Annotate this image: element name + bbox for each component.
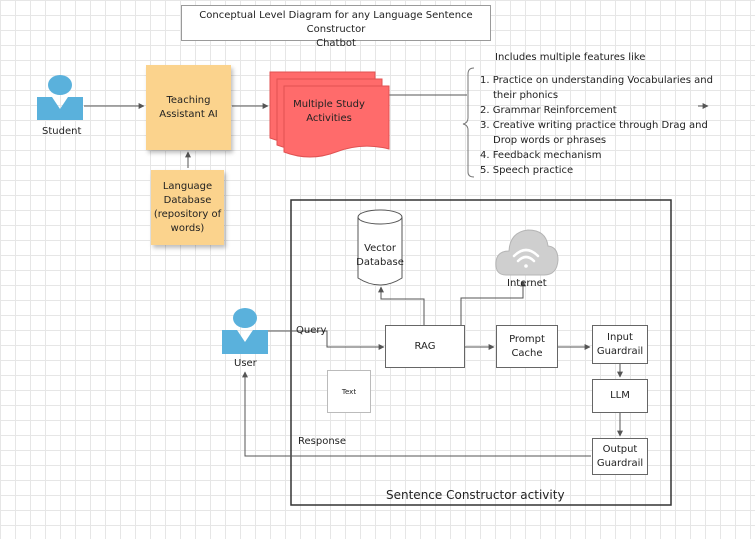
- teaching-ai-line-2: Assistant AI: [159, 108, 218, 120]
- query-label: Query: [296, 325, 327, 336]
- language-db-line-4: words): [170, 222, 205, 234]
- title-line-1: Conceptual Level Diagram for any Languag…: [199, 10, 473, 35]
- prompt-cache-box[interactable]: Prompt Cache: [496, 325, 558, 368]
- study-activities-line-1: Multiple Study: [293, 99, 365, 110]
- feature-item-1-cont: their phonics: [493, 90, 559, 101]
- vector-db-line-1: Vector: [364, 243, 396, 254]
- response-label: Response: [298, 436, 347, 447]
- language-db-line-1: Language: [162, 180, 213, 192]
- cylinder-icon: [357, 209, 403, 286]
- output-guardrail-line-1: Output: [602, 443, 638, 455]
- rag-to-internet-arrow: [460, 280, 526, 325]
- text-placeholder-box[interactable]: Text: [327, 370, 371, 413]
- study-activities-label: Multiple Study Activities: [284, 98, 374, 126]
- language-db-line-2: Database: [163, 194, 212, 206]
- output-guardrail-box[interactable]: Output Guardrail: [592, 438, 648, 475]
- rag-label: RAG: [414, 340, 436, 352]
- features-heading: Includes multiple features like: [495, 52, 646, 63]
- features-list: 1. Practice on understanding Vocabularie…: [480, 73, 713, 178]
- feature-item-5: 5. Speech practice: [480, 165, 574, 176]
- internet-label: Internet: [507, 278, 547, 289]
- cloud-icon: [495, 229, 559, 276]
- vector-database-label: Vector Database: [352, 242, 408, 270]
- activity-frame-label: Sentence Constructor activity: [386, 488, 565, 502]
- response-arrow: [242, 371, 591, 457]
- prompt-cache-line-1: Prompt: [509, 333, 545, 345]
- rag-box[interactable]: RAG: [385, 325, 465, 368]
- user-icon: [222, 308, 268, 354]
- llm-box[interactable]: LLM: [592, 379, 648, 413]
- study-activities-line-2: Activities: [306, 113, 352, 124]
- feature-item-2: 2. Grammar Reinforcement: [480, 105, 617, 116]
- title-line-2: Chatbot: [316, 38, 356, 49]
- feature-item-1: 1. Practice on understanding Vocabularie…: [480, 75, 713, 86]
- input-guardrail-line-1: Input: [607, 331, 633, 343]
- activity-frame: [290, 199, 672, 506]
- query-arrow: [268, 330, 385, 350]
- language-database-note[interactable]: Language Database (repository of words): [151, 170, 224, 245]
- teaching-ai-line-1: Teaching: [166, 94, 211, 106]
- wifi-icon: [512, 248, 540, 268]
- output-guardrail-line-2: Guardrail: [596, 457, 644, 469]
- rag-to-vector-arrow: [378, 286, 425, 325]
- feature-item-3: 3. Creative writing practice through Dra…: [480, 120, 708, 131]
- user-label: User: [234, 358, 257, 369]
- teaching-assistant-ai-note[interactable]: Teaching Assistant AI: [146, 65, 231, 150]
- language-db-line-3: (repository of: [153, 208, 222, 220]
- feature-item-3-cont: Drop words or phrases: [493, 135, 607, 146]
- student-icon: [37, 75, 83, 120]
- vector-db-line-2: Database: [356, 257, 404, 268]
- feature-item-4: 4. Feedback mechanism: [480, 150, 602, 161]
- text-placeholder-label: Text: [341, 387, 357, 396]
- diagram-title: Conceptual Level Diagram for any Languag…: [181, 5, 491, 49]
- prompt-cache-line-2: Cache: [511, 347, 543, 359]
- llm-label: LLM: [610, 390, 630, 401]
- input-guardrail-box[interactable]: Input Guardrail: [592, 325, 648, 364]
- features-brace: [462, 67, 475, 178]
- input-guardrail-line-2: Guardrail: [596, 345, 644, 357]
- student-label: Student: [42, 126, 82, 137]
- documents-icon: [269, 71, 390, 158]
